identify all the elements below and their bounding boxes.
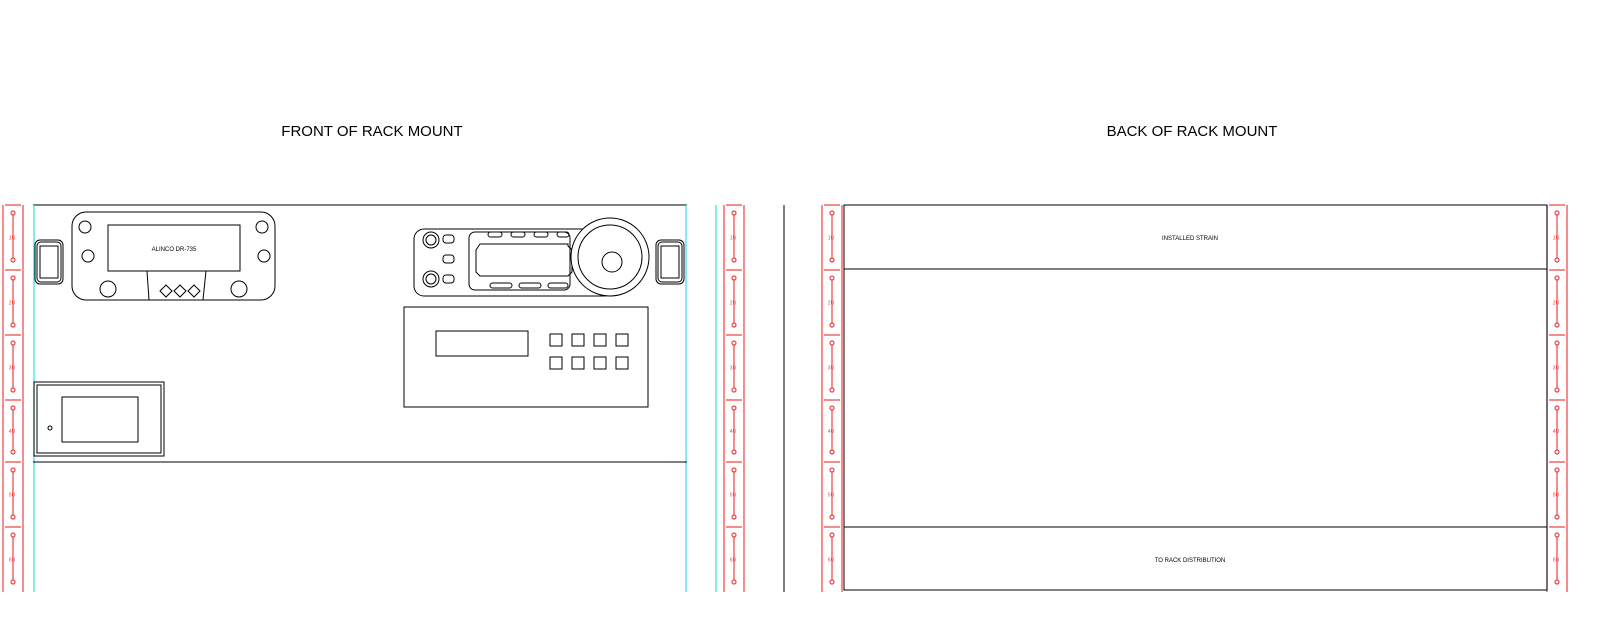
back-top-label: INSTALLED STRAIN xyxy=(1162,236,1218,242)
small-display-unit xyxy=(33,381,165,457)
radio-label: ALINCO DR-735 xyxy=(152,247,197,253)
back-bottom-label: TO RACK DISTRIBUTION xyxy=(1155,558,1226,564)
rack-unit-label: 1U xyxy=(828,236,835,242)
keypad-button xyxy=(549,356,563,370)
rack-unit-label: 4U xyxy=(1553,429,1560,435)
rack-rail: 1U 2U 3U 4U 5U 6U xyxy=(2,204,24,592)
radio-faceplate-icom xyxy=(413,217,650,297)
keypad-button xyxy=(593,333,607,347)
rack-unit-label: 3U xyxy=(1553,366,1560,372)
rack-unit-label: 1U xyxy=(9,236,16,242)
rack-unit-label: 2U xyxy=(828,301,835,307)
front-panel: ALINCO DR-735 xyxy=(33,204,717,592)
rack-unit-label: 6U xyxy=(730,558,737,564)
rack-unit-label: 3U xyxy=(9,366,16,372)
keypad-button xyxy=(615,333,629,347)
rack-rail: 1U 2U 3U 4U 5U 6U xyxy=(821,204,843,592)
rack-unit-label: 5U xyxy=(730,493,737,499)
rack-rails: 1U 2U 3U 4U 5U 6U 1U 2U 3U 4U 5U 6U 1U 2U 3U 4U 5U 6U 1U 2U… xyxy=(2,204,1568,592)
front-title: FRONT OF RACK MOUNT xyxy=(281,123,462,140)
rack-unit-label: 4U xyxy=(828,429,835,435)
back-title: BACK OF RACK MOUNT xyxy=(1107,123,1278,140)
controller-display xyxy=(435,330,529,357)
rack-unit-label: 5U xyxy=(1553,493,1560,499)
rack-unit-label: 6U xyxy=(828,558,835,564)
rack-unit-label: 4U xyxy=(9,429,16,435)
rack-unit-label: 1U xyxy=(1553,236,1560,242)
rack-handle-right xyxy=(655,239,685,285)
keypad-button xyxy=(571,333,585,347)
keypad-button xyxy=(571,356,585,370)
keypad-button xyxy=(549,333,563,347)
rack-handle-left xyxy=(34,239,64,285)
controller-unit xyxy=(403,306,649,408)
keypad-button xyxy=(593,356,607,370)
rack-unit-label: 2U xyxy=(1553,301,1560,307)
rack-rail: 1U 2U 3U 4U 5U 6U xyxy=(723,204,745,592)
rack-unit-label: 4U xyxy=(730,429,737,435)
rack-unit-label: 2U xyxy=(9,301,16,307)
rack-unit-label: 5U xyxy=(9,493,16,499)
rack-unit-label: 3U xyxy=(828,366,835,372)
rack-unit-label: 6U xyxy=(1553,558,1560,564)
keypad-button xyxy=(615,356,629,370)
controller-keypad xyxy=(549,333,629,370)
rack-unit-label: 5U xyxy=(828,493,835,499)
rack-unit-label: 6U xyxy=(9,558,16,564)
rack-rail: 1U 2U 3U 4U 5U 6U xyxy=(1546,204,1568,592)
rack-unit-label: 3U xyxy=(730,366,737,372)
rack-unit-label: 1U xyxy=(730,236,737,242)
back-panel: INSTALLED STRAIN TO RACK DISTRIBUTION xyxy=(843,204,1548,591)
radio-faceplate-alinco: ALINCO DR-735 xyxy=(71,211,276,301)
rack-unit-label: 2U xyxy=(730,301,737,307)
